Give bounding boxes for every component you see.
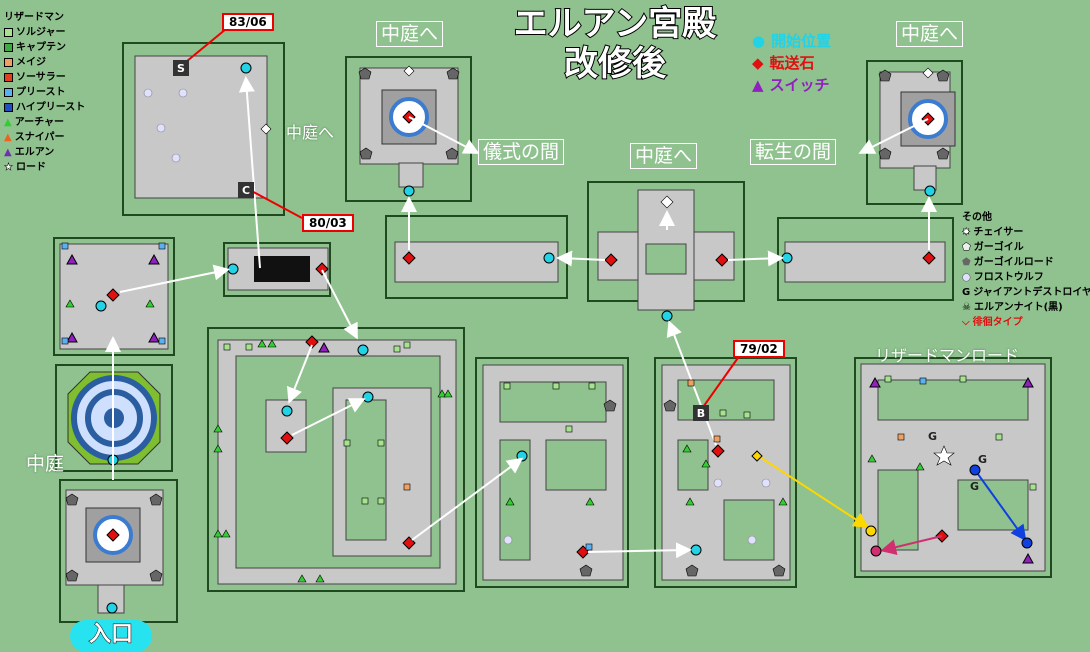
triangle-icon: ▲ xyxy=(4,147,12,158)
ritual-hall-label: 儀式の間 xyxy=(478,139,565,165)
triangle-icon: ▲ xyxy=(4,132,12,143)
burst-icon: ✸ xyxy=(962,227,971,239)
legend-label: 徘徊タイプ xyxy=(972,317,1023,328)
wander-icon: ⌵ xyxy=(962,317,970,328)
key-label: 転送石 xyxy=(769,54,815,72)
legend-label: ソルジャー xyxy=(16,27,66,38)
legend-row: ソーサラー xyxy=(4,70,85,85)
legend-row: プリースト xyxy=(4,85,85,100)
legend-row: キャプテン xyxy=(4,40,85,55)
giant-destroyer-icon: G xyxy=(962,287,971,298)
enemy-legend: リザードマン ソルジャー キャプテン メイジ ソーサラー プリースト ハイプリー… xyxy=(4,10,86,175)
boss-letter: B xyxy=(697,407,705,420)
legend-row: ☠エルアンナイト(黒) xyxy=(962,300,1090,315)
map-title-line1: エルアン宮殿 xyxy=(513,3,718,45)
triangle-icon: ▲ xyxy=(752,76,764,94)
square-icon xyxy=(4,73,13,82)
legend-label: ソーサラー xyxy=(16,72,66,83)
legend-row: メイジ xyxy=(4,55,85,70)
pentagon-dark-icon: ⬟ xyxy=(962,257,971,268)
legend-row: ✸チェイサー xyxy=(962,225,1090,240)
map-title: エルアン宮殿 改修後 xyxy=(480,3,750,85)
map-title-line2: 改修後 xyxy=(563,43,667,85)
lizardman-lord-label: リザードマンロード xyxy=(875,346,1020,365)
boss-tag-c: 80/03 xyxy=(302,214,354,232)
legend-label: スナイパー xyxy=(14,132,65,143)
legend-label: ガーゴイル xyxy=(973,242,1024,253)
legend-label: エルアン xyxy=(14,147,55,158)
legend-label: ガーゴイルロード xyxy=(973,257,1054,268)
courtyard-label: 中庭 xyxy=(26,453,65,475)
skull-icon: ☠ xyxy=(962,302,971,313)
square-icon xyxy=(4,28,13,37)
legend-label: キャプテン xyxy=(16,42,66,53)
rebirth-hall-label: 転生の間 xyxy=(750,139,837,165)
marker-key: ● 開始位置 ◆ 転送石 ▲ スイッチ xyxy=(752,30,831,96)
legend-row: ⬟ガーゴイル xyxy=(962,240,1090,255)
legend-label: リザードマン xyxy=(4,12,64,23)
boss-tag-b: 79/02 xyxy=(733,340,785,358)
legend-label: ロード xyxy=(15,162,46,173)
legend-row: ⌵徘徊タイプ xyxy=(962,315,1090,330)
boss-letter: G xyxy=(970,480,979,493)
star-icon: ★ xyxy=(4,162,13,174)
square-icon xyxy=(4,43,13,52)
circle-icon: ● xyxy=(752,32,766,50)
square-icon xyxy=(4,58,13,67)
legend-label: フロストウルフ xyxy=(973,272,1044,283)
boss-letter: S xyxy=(177,62,185,75)
entrance-label: 入口 xyxy=(70,620,152,652)
to-courtyard-label: 中庭へ xyxy=(376,21,444,47)
legend-row: ソルジャー xyxy=(4,25,85,40)
legend-row: ▲エルアン xyxy=(4,145,85,160)
key-label: 開始位置 xyxy=(771,32,832,50)
key-row: ▲ スイッチ xyxy=(752,74,831,96)
pentagon-light-icon: ⬟ xyxy=(962,242,971,254)
legend-label: ハイプリースト xyxy=(16,102,86,113)
key-row: ◆ 転送石 xyxy=(752,52,831,74)
legend-row: ●フロストウルフ xyxy=(962,270,1090,285)
to-courtyard-label: 中庭へ xyxy=(896,21,964,47)
square-icon xyxy=(4,103,13,112)
key-label: スイッチ xyxy=(769,76,830,94)
boss-letter: G xyxy=(978,453,987,466)
legend-label: エルアンナイト(黒) xyxy=(973,302,1063,313)
diamond-icon: ◆ xyxy=(752,54,764,72)
boss-tag-s: 83/06 xyxy=(222,13,274,31)
boss-letter: G xyxy=(928,430,937,443)
square-icon xyxy=(4,88,13,97)
legend-label: メイジ xyxy=(16,57,46,68)
legend-row-lizardman: リザードマン xyxy=(4,10,85,25)
legend-label: プリースト xyxy=(16,87,66,98)
legend-row: ▲スナイパー xyxy=(4,130,85,145)
boss-letter: C xyxy=(242,184,250,197)
key-row: ● 開始位置 xyxy=(752,30,831,52)
legend-label: チェイサー xyxy=(973,227,1024,238)
legend-heading: その他 xyxy=(962,212,992,223)
legend-row: ★ロード xyxy=(4,160,85,175)
legend-row: ▲アーチャー xyxy=(4,115,85,130)
legend-row: ⬟ガーゴイルロード xyxy=(962,255,1090,270)
to-courtyard-label: 中庭へ xyxy=(630,143,698,169)
to-courtyard-label: 中庭へ xyxy=(286,123,335,142)
triangle-icon: ▲ xyxy=(4,117,12,128)
circle-light-icon: ● xyxy=(962,272,971,284)
legend-row: ハイプリースト xyxy=(4,100,85,115)
legend-label: ジャイアントデストロイヤー xyxy=(973,287,1090,298)
legend-label: アーチャー xyxy=(14,117,65,128)
